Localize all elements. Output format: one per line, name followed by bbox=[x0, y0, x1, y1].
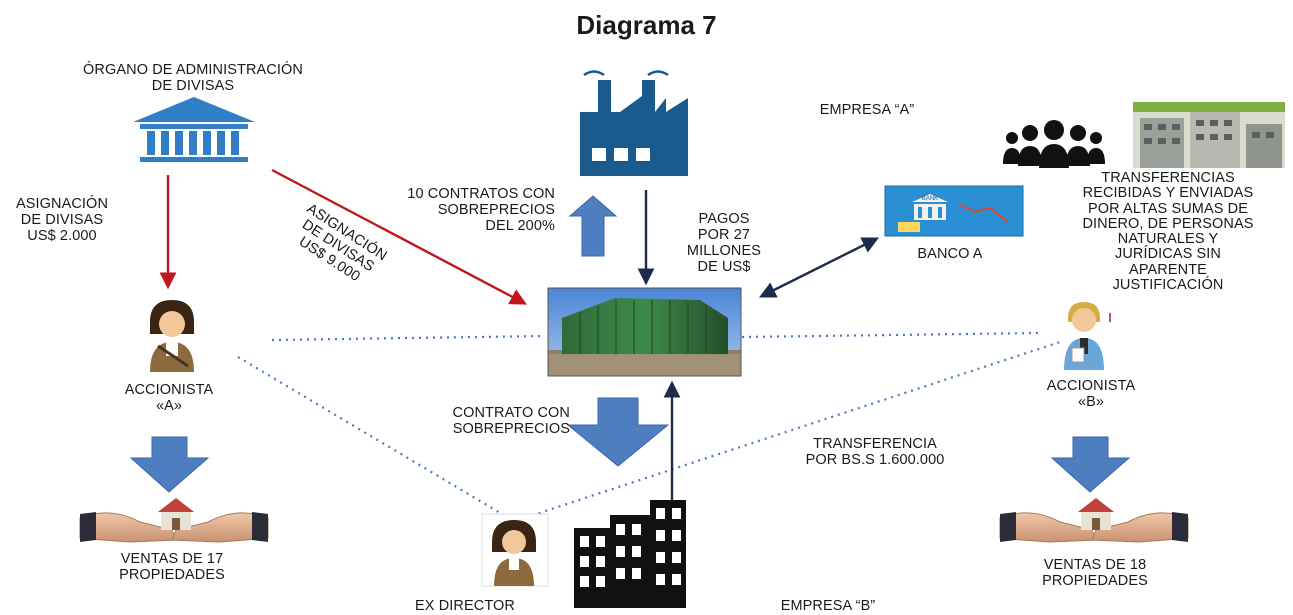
warehouse-photo bbox=[547, 287, 742, 377]
label-accionista-a: ACCIONISTA«A» bbox=[124, 382, 214, 414]
bank-sign-label: BANK bbox=[922, 196, 938, 202]
person-icon-ex-director bbox=[481, 513, 549, 587]
dotted-link-lines bbox=[237, 331, 1061, 524]
person-icon-accionista-b bbox=[1064, 302, 1111, 370]
institution-icon bbox=[133, 97, 255, 162]
people-group-icon bbox=[1003, 120, 1105, 168]
house-in-hands-icon-right bbox=[999, 498, 1189, 543]
label-ex-director: EX DIRECTOR bbox=[415, 598, 515, 614]
label-empresa-b: EMPRESA “B” bbox=[780, 598, 876, 614]
office-building-icon bbox=[574, 500, 686, 608]
red-arrows bbox=[159, 168, 527, 305]
person-icon-accionista-a bbox=[150, 300, 194, 372]
label-accionista-b: ACCIONISTA«B» bbox=[1046, 378, 1136, 410]
bank-icon bbox=[884, 185, 1024, 237]
label-empresa-a: EMPRESA “A” bbox=[819, 102, 915, 118]
navy-arrows bbox=[637, 190, 880, 512]
diagram-title: Diagrama 7 bbox=[576, 10, 717, 40]
label-banco-a: BANCO A bbox=[917, 246, 983, 262]
house-in-hands-icon-left bbox=[79, 498, 269, 543]
factory-icon bbox=[580, 70, 688, 176]
buildings-photo bbox=[1133, 102, 1285, 168]
block-arrows bbox=[129, 195, 1131, 493]
